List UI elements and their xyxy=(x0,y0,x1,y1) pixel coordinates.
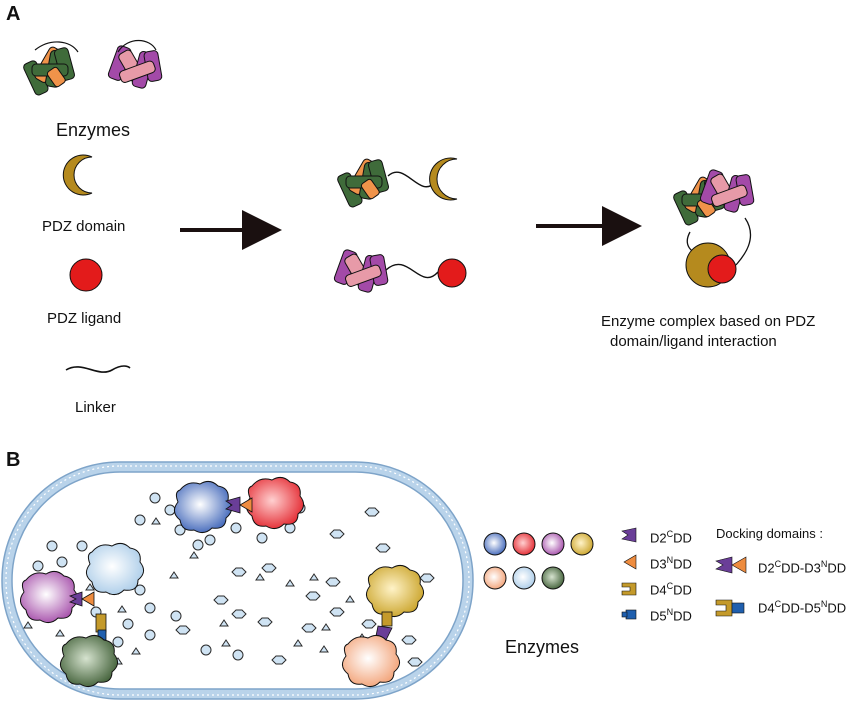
panel-a-label: A xyxy=(6,3,21,25)
pdz-ligand-label: PDZ ligand xyxy=(47,310,122,327)
legend-d4c-label: D4CDD xyxy=(650,581,692,598)
green-enzyme-icon xyxy=(21,45,76,97)
purple-enzyme-in-cell xyxy=(20,570,78,624)
legend-d3n-icon xyxy=(623,554,637,570)
blue-enzyme-in-cell xyxy=(174,480,232,534)
fusion-pdz-domain-icon xyxy=(429,157,458,201)
pair-d4c-d5n-icon xyxy=(715,599,745,617)
red-enzyme-in-cell xyxy=(246,476,304,530)
complex-label-line2: domain/ligand interaction xyxy=(610,333,777,350)
legend-d2c-icon xyxy=(621,527,637,543)
legend-d3n-label: D3NDD xyxy=(650,555,692,572)
legend-d5n-icon xyxy=(621,609,637,620)
purple-enzyme-icon xyxy=(106,44,163,90)
fusion-pdz-ligand-icon xyxy=(437,258,467,288)
salmon-enzyme-in-cell xyxy=(342,634,400,688)
linker-label: Linker xyxy=(75,399,116,416)
legend-d4c-icon xyxy=(621,582,637,596)
pair-d2c-d3n-label: D2CDD-D3NDD xyxy=(758,559,847,576)
green-enzyme-fusion-icon xyxy=(335,157,390,209)
legend-d2c-label: D2CDD xyxy=(650,529,692,546)
gold-enzyme-in-cell xyxy=(366,564,424,618)
panel-b-label: B xyxy=(6,449,21,471)
enzyme-legend xyxy=(483,532,594,590)
complex-label-line1: Enzyme complex based on PDZ xyxy=(601,313,816,330)
enzymes-label: Enzymes xyxy=(56,120,131,140)
pair-d2c-d3n-icon xyxy=(715,556,747,574)
purple-enzyme-fusion-icon xyxy=(332,248,389,294)
lightblue-enzyme-in-cell xyxy=(86,542,144,596)
enzyme-complex-icon xyxy=(671,168,755,288)
pdz-ligand-icon xyxy=(69,258,103,292)
legend-d5n-label: D5NDD xyxy=(650,607,692,624)
dock-d2c-d3n-left xyxy=(68,591,95,607)
dock-d2c-d3n-top xyxy=(225,496,253,514)
pdz-domain-icon xyxy=(62,154,93,196)
enzymes-legend-label: Enzymes xyxy=(505,637,580,657)
olive-enzyme-in-cell xyxy=(60,634,118,688)
pdz-domain-label: PDZ domain xyxy=(42,218,126,235)
linker-icon xyxy=(65,365,131,373)
pair-d4c-d5n-label: D4CDD-D5NDD xyxy=(758,599,847,616)
docking-domains-title: Docking domains : xyxy=(716,526,823,541)
